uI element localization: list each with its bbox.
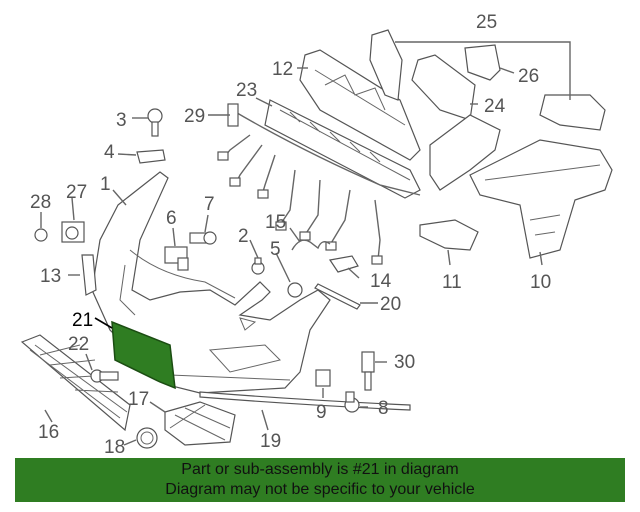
clip-15 <box>291 239 331 251</box>
callout-30: 30 <box>394 352 415 373</box>
callout-17: 17 <box>128 389 149 410</box>
clip-4 <box>136 149 166 164</box>
part-21-bracket[interactable] <box>111 320 176 390</box>
callout-1: 1 <box>100 174 111 195</box>
bracket-24 <box>411 54 476 121</box>
clip-9 <box>315 369 331 387</box>
callout-28: 28 <box>30 192 51 213</box>
sensor-6 <box>164 246 189 271</box>
callout-2: 2 <box>238 226 249 247</box>
callout-26: 26 <box>518 66 539 87</box>
banner-line-2: Diagram may not be specific to your vehi… <box>165 481 475 498</box>
callout-16: 16 <box>38 422 59 443</box>
strip-20 <box>314 283 361 310</box>
callout-8: 8 <box>378 398 389 419</box>
callout-20: 20 <box>380 294 401 315</box>
sensor-27 <box>61 221 85 243</box>
bracket-25a <box>369 29 403 101</box>
callout-9: 9 <box>316 402 327 423</box>
callout-3: 3 <box>116 110 127 131</box>
bolt-3 <box>147 108 163 137</box>
bracket-25b <box>539 94 606 131</box>
callout-12: 12 <box>272 59 293 80</box>
callout-21: 21 <box>72 310 93 331</box>
ring-18 <box>136 427 158 449</box>
callout-15: 15 <box>265 212 286 233</box>
reinforcement-23 <box>264 99 421 199</box>
bracket-26 <box>464 44 501 81</box>
wiring-harness-29 <box>217 103 421 265</box>
callout-23: 23 <box>236 80 257 101</box>
side-carrier-10 <box>429 114 613 259</box>
bracket-11 <box>419 219 479 251</box>
callout-4: 4 <box>104 142 115 163</box>
callout-18: 18 <box>104 437 125 458</box>
callout-14: 14 <box>370 271 392 292</box>
parts-diagram: 1 2 3 4 5 6 7 8 9 10 11 12 13 14 15 16 1… <box>20 12 613 458</box>
clip-5 <box>287 282 303 298</box>
callout-24: 24 <box>484 96 506 117</box>
bolt-7 <box>189 231 217 245</box>
stud-30 <box>361 351 375 391</box>
callout-10: 10 <box>530 272 551 293</box>
ring-28 <box>34 228 48 242</box>
callout-19: 19 <box>260 431 281 452</box>
cap-14 <box>328 255 359 273</box>
info-banner: Part or sub-assembly is #21 in diagram D… <box>15 458 625 502</box>
nut-2 <box>251 257 265 275</box>
callout-6: 6 <box>166 208 177 229</box>
trim-13 <box>81 254 97 296</box>
lower-grille-16 <box>20 334 131 432</box>
callout-29: 29 <box>184 106 205 127</box>
callout-5: 5 <box>270 239 281 260</box>
bolt-8 <box>344 391 360 413</box>
callout-labels: 1 2 3 4 5 6 7 8 9 10 11 12 13 14 15 16 1… <box>30 12 551 458</box>
callout-22: 22 <box>68 334 89 355</box>
banner-line-1: Part or sub-assembly is #21 in diagram <box>181 461 459 478</box>
fog-grille-17 <box>164 401 236 446</box>
absorber-12 <box>299 49 421 161</box>
leader-lines <box>40 41 571 446</box>
callout-11: 11 <box>442 272 462 293</box>
callout-13: 13 <box>40 266 61 287</box>
callout-27: 27 <box>66 182 87 203</box>
bolt-22 <box>90 369 119 383</box>
callout-7: 7 <box>204 194 215 215</box>
callout-25: 25 <box>476 12 497 33</box>
